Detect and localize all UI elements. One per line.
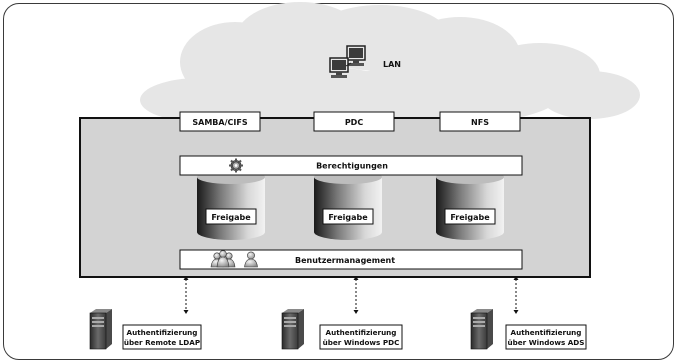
share-label: Freigabe <box>328 213 368 222</box>
server-tower-icon <box>89 309 112 350</box>
protocol-box-nfs: NFS <box>439 111 521 132</box>
share-label: Freigabe <box>211 213 251 222</box>
permissions-bar: Berechtigungen <box>179 155 523 176</box>
auth-server-ads: Authentifizierung über Windows ADS <box>470 309 587 350</box>
share-cylinder: Freigabe <box>197 170 265 240</box>
protocol-label: SAMBA/CIFS <box>192 118 247 127</box>
auth-server-ldap: Authentifizierung über Remote LDAP <box>89 309 202 350</box>
share-cylinder: Freigabe <box>436 170 504 240</box>
user-management-bar: Benutzermanagement <box>179 249 523 270</box>
user-icon <box>244 251 258 268</box>
gear-icon <box>229 158 243 173</box>
auth-label-line2: über Windows ADS <box>508 338 585 347</box>
auth-label-line1: Authentifizierung <box>511 328 582 337</box>
share-label: Freigabe <box>450 213 490 222</box>
server-tower-icon <box>470 309 493 350</box>
permissions-label: Berechtigungen <box>316 162 388 171</box>
protocol-box-samba: SAMBA/CIFS <box>179 111 261 132</box>
auth-label-line1: Authentifizierung <box>326 328 397 337</box>
lan-label: LAN <box>383 60 401 69</box>
auth-label-line2: über Remote LDAP <box>124 338 200 347</box>
protocol-label: PDC <box>345 118 364 127</box>
lan-cloud <box>140 2 640 125</box>
user-group-icon <box>210 250 236 268</box>
share-cylinder: Freigabe <box>314 170 382 240</box>
auth-server-pdc: Authentifizierung über Windows PDC <box>281 309 403 350</box>
protocol-box-pdc: PDC <box>313 111 395 132</box>
lan-computers-icon <box>329 45 366 78</box>
user-management-label: Benutzermanagement <box>295 256 395 265</box>
server-tower-icon <box>281 309 304 350</box>
auth-label-line2: über Windows PDC <box>323 338 400 347</box>
protocol-label: NFS <box>471 118 489 127</box>
auth-label-line1: Authentifizierung <box>127 328 198 337</box>
